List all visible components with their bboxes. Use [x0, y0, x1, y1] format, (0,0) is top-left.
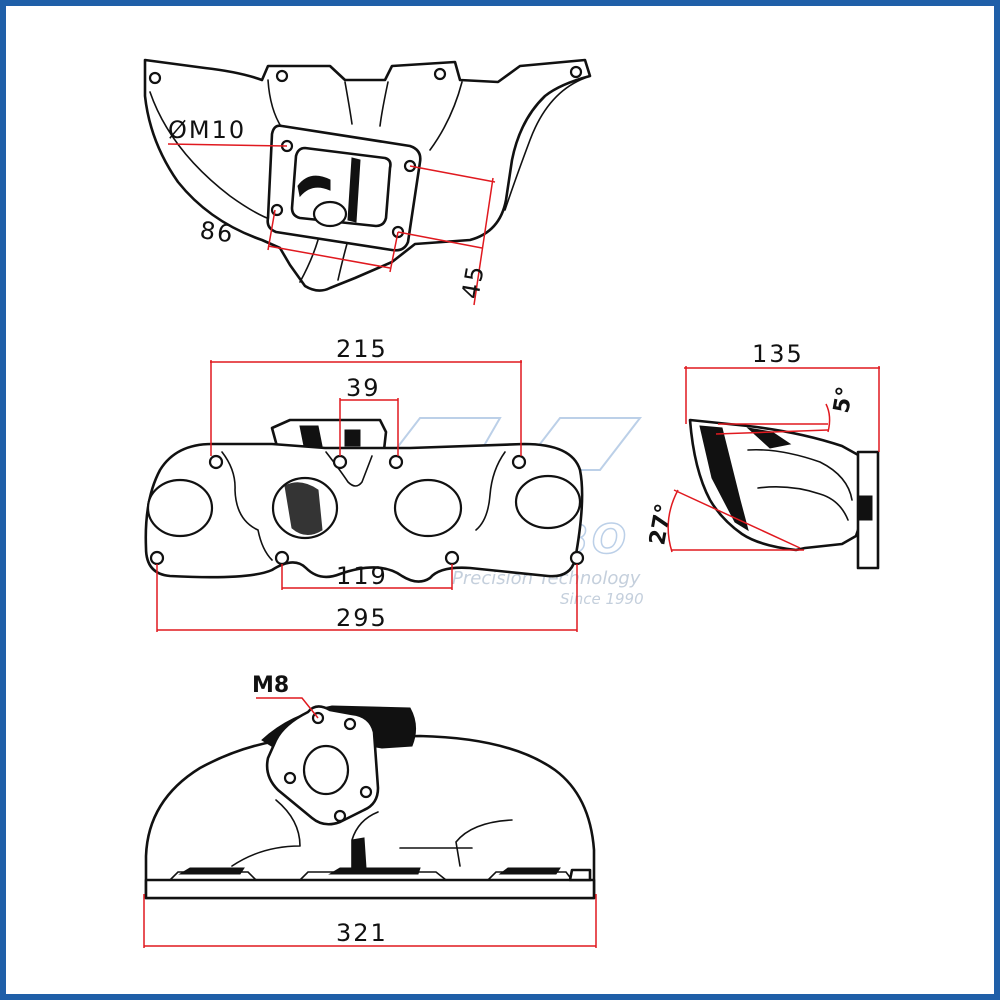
bottom-thread-size-label: M8 — [252, 673, 289, 698]
front-view: 215 39 119 295 — [144, 335, 585, 632]
top-view: ØM10 86 45 — [143, 58, 592, 306]
outer-stud-spacing-dimension: 215 — [336, 335, 388, 363]
side-view: 135 5° 27° — [645, 340, 880, 570]
watermark-slogan: Precision Technology — [452, 568, 641, 589]
overall-stud-spacing-dimension: 295 — [336, 604, 388, 632]
overall-width-dimension: 321 — [336, 919, 388, 947]
turbo-stud-spacing-dimension: 39 — [346, 374, 381, 402]
inner-stud-spacing-dimension: 119 — [336, 562, 388, 590]
flange-angle-small-dimension: 5° — [829, 385, 858, 415]
technical-drawing: TURBO Precision Technology Since 1990 ØM… — [143, 58, 880, 948]
front-view-flange — [144, 442, 584, 583]
side-length-dimension: 135 — [752, 340, 804, 368]
thread-size-label: ØM10 — [168, 116, 246, 144]
bottom-view-body — [144, 734, 596, 900]
flange-width-dimension: 86 — [198, 216, 236, 249]
flange-angle-large-dimension: 27° — [645, 502, 677, 547]
flange-height-dimension: 45 — [456, 262, 490, 301]
bottom-view: M8 321 — [143, 673, 597, 948]
watermark-since: Since 1990 — [560, 590, 644, 608]
